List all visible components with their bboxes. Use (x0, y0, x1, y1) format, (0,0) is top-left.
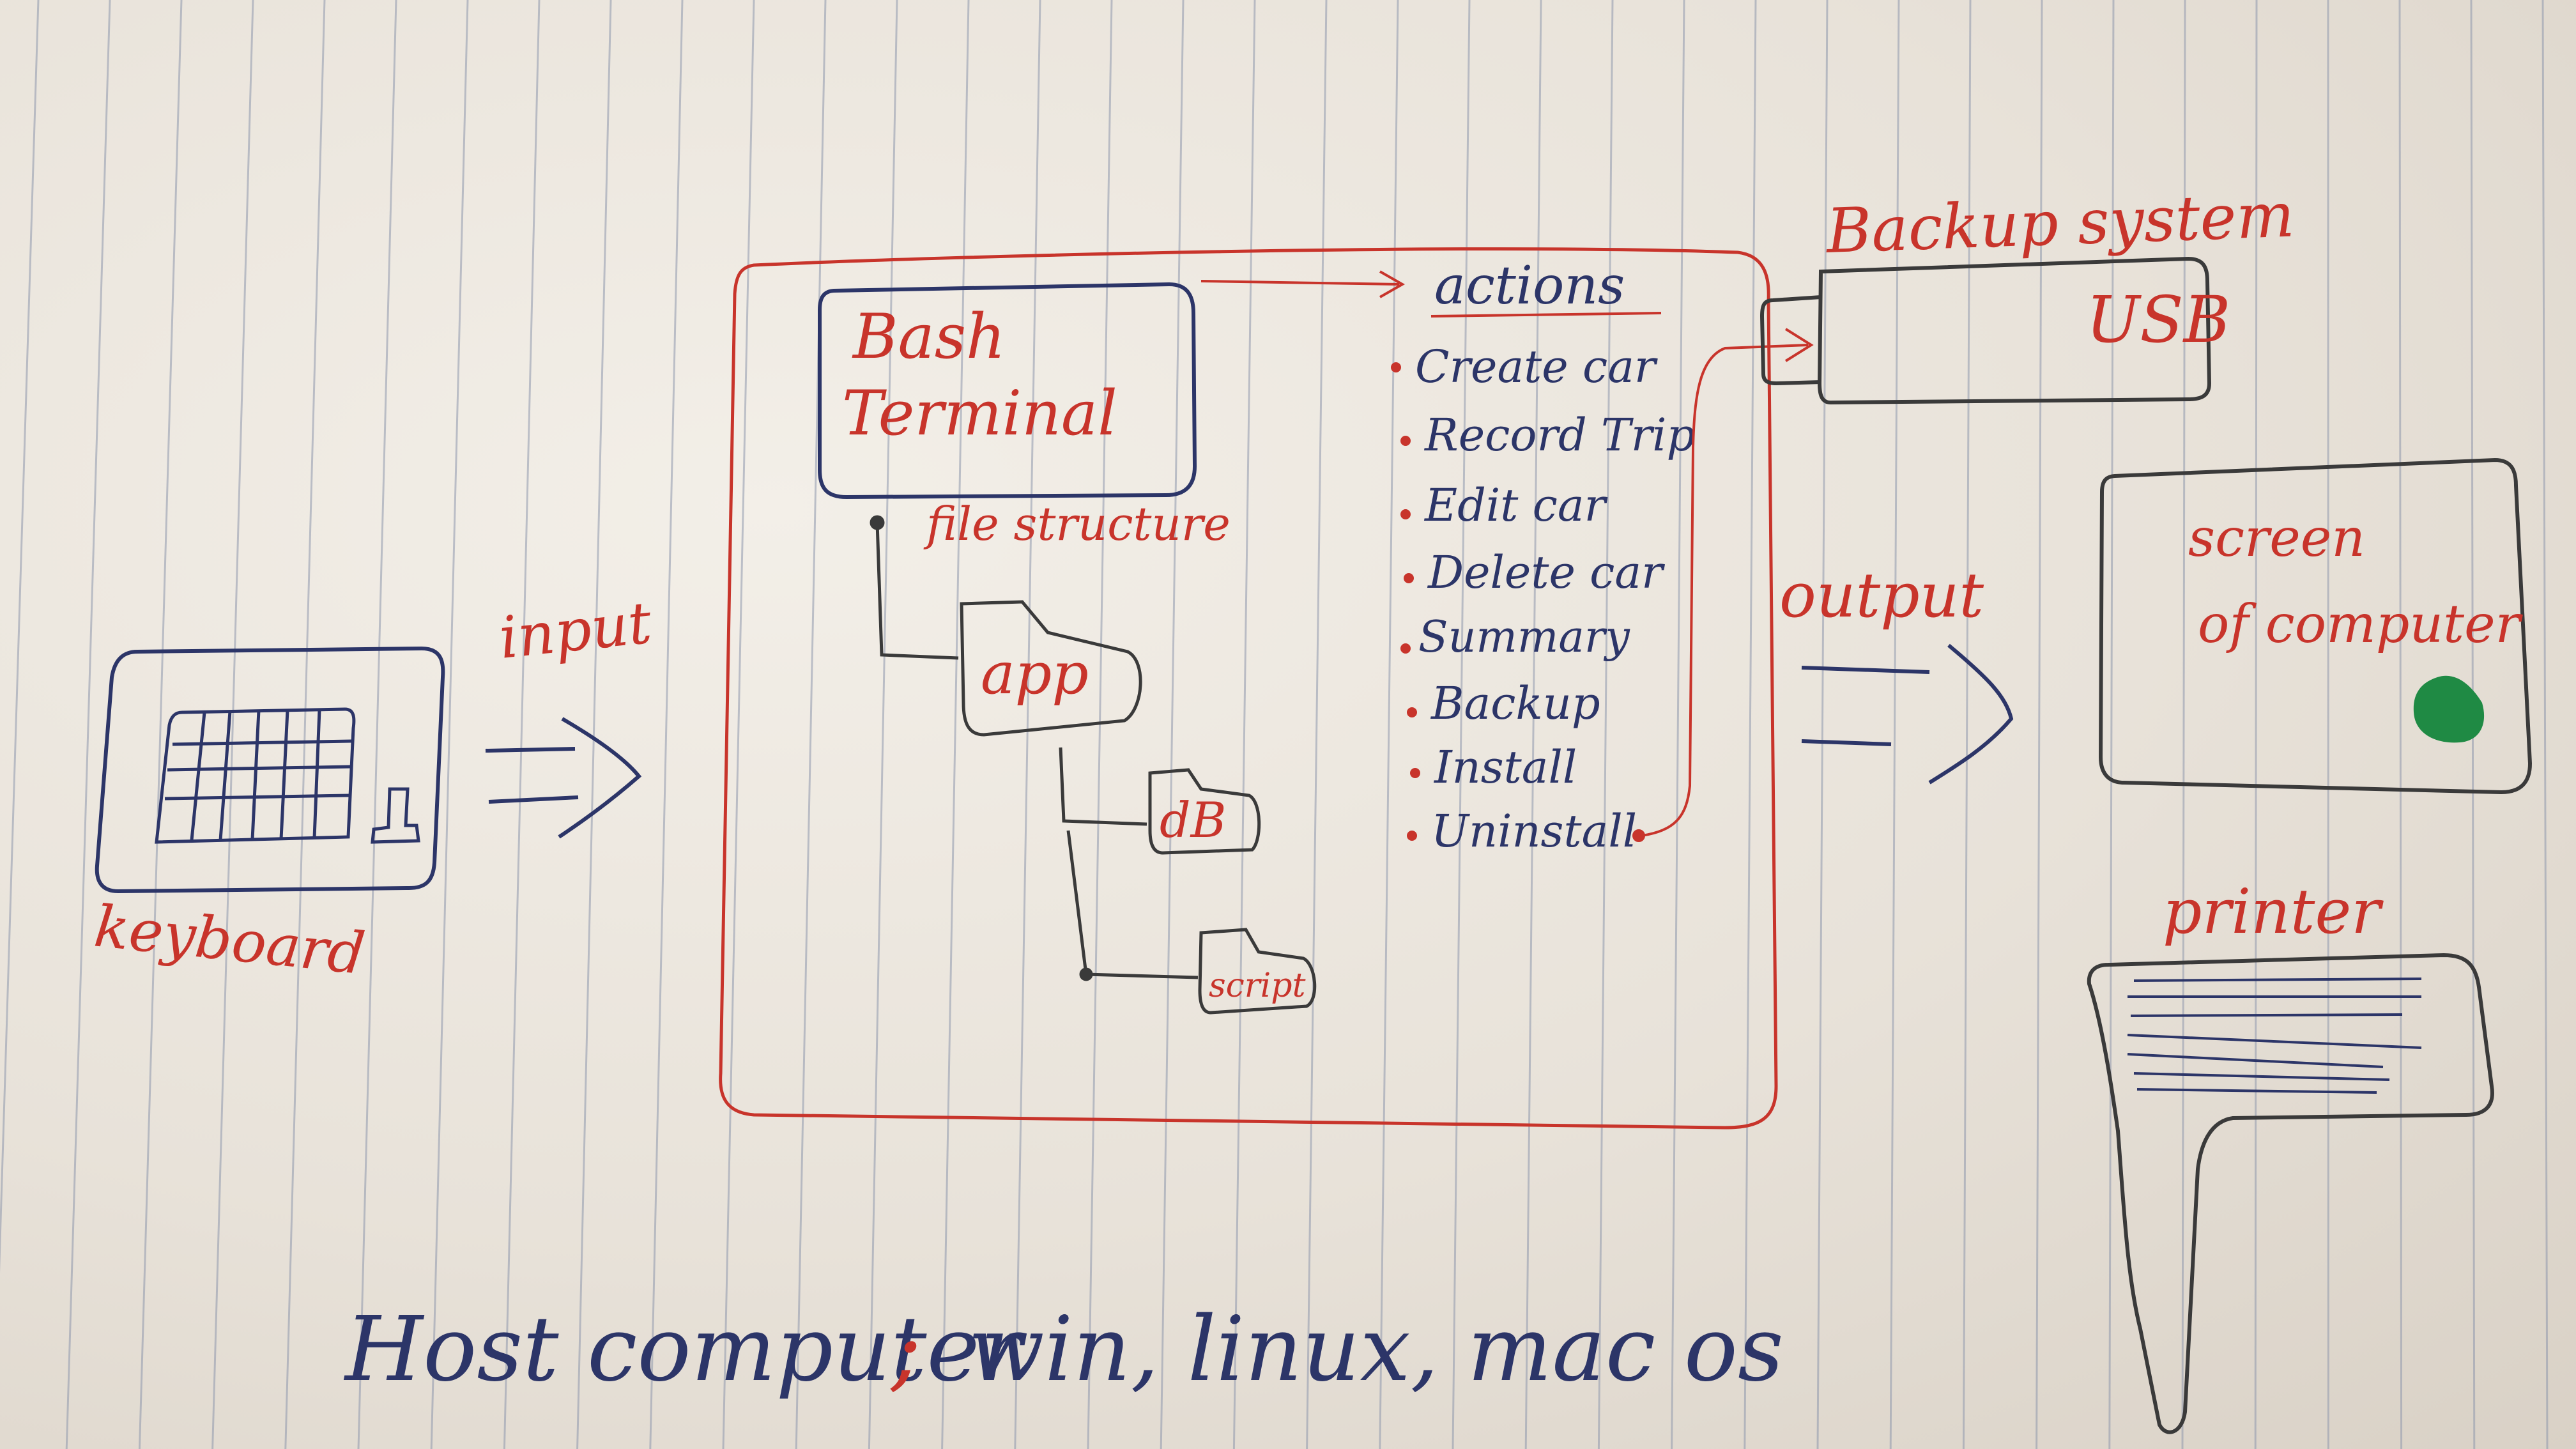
script-folder: script (1198, 928, 1317, 1015)
ruled-line (649, 0, 684, 1449)
action-item: Record Trip (1400, 409, 1695, 461)
ruled-line (357, 0, 397, 1449)
ruled-line (1232, 0, 1256, 1449)
action-item: Create car (1391, 341, 1658, 393)
bash-label: Bash (852, 301, 1006, 372)
ruled-line (1671, 0, 1685, 1449)
printer: printer (2087, 876, 2494, 1434)
ruled-line (65, 0, 111, 1449)
input-label: input (496, 589, 655, 671)
db-folder-label: dB (1160, 792, 1227, 848)
green-marker-dot (2413, 675, 2485, 743)
script-folder-label: script (1209, 967, 1306, 1005)
keyboard-label: keyboard (91, 893, 368, 988)
action-item: Uninstall (1407, 805, 1637, 857)
ruled-line (138, 0, 183, 1449)
ruled-line (2398, 0, 2403, 1449)
action-item-label: Summary (1418, 612, 1630, 663)
ruled-line (503, 0, 540, 1449)
ruled-line (1889, 0, 1900, 1449)
ruled-line (2542, 0, 2549, 1449)
action-item-label: Uninstall (1431, 805, 1637, 857)
ruled-line (2254, 0, 2258, 1449)
terminal-to-actions-arrow (1200, 270, 1406, 298)
keyboard-drawing: keyboard (91, 646, 445, 988)
ruled-line (1524, 0, 1542, 1449)
ruled-line (868, 0, 898, 1449)
uninstall-to-backup-connector (1632, 328, 1814, 842)
ruled-line (2181, 0, 2186, 1449)
host-separator: ; (890, 1298, 921, 1402)
actions-heading-text: actions (1434, 256, 1625, 316)
backup-system: Backup system USB (1759, 179, 2296, 405)
bash-terminal-box: Bash Terminal (818, 282, 1197, 500)
printer-label: printer (2163, 876, 2384, 947)
host-computer-note: Host computer ; win, linux, mac os (343, 1298, 1784, 1402)
action-item-label: Backup (1430, 677, 1600, 730)
ruled-line (941, 0, 970, 1449)
actions-list: Create car Record Trip Edit car Delete c… (1391, 341, 1695, 857)
ruled-line (1452, 0, 1471, 1449)
ruled-line (1962, 0, 1972, 1449)
keyboard-keys (155, 707, 420, 844)
screen-of-computer: screen of computer (2098, 457, 2533, 795)
ruled-line (1306, 0, 1328, 1449)
ruled-line (1597, 0, 1614, 1449)
action-item-label: Delete car (1427, 546, 1665, 599)
ruled-line (0, 0, 40, 1273)
action-item-label: Install (1433, 741, 1577, 793)
ruled-line (284, 0, 326, 1449)
host-computer-label: Host computer (343, 1298, 1027, 1402)
screen-label-line2: of computer (2198, 594, 2524, 655)
ruled-line (2035, 0, 2043, 1449)
ruled-line (1014, 0, 1041, 1449)
ruled-line (722, 0, 755, 1449)
ruled-line (2108, 0, 2115, 1449)
ruled-line (1379, 0, 1399, 1449)
host-system-boundary (719, 247, 1778, 1130)
ruled-line (211, 0, 254, 1449)
file-tree-connectors (870, 515, 1199, 981)
action-item-label: Edit car (1423, 479, 1608, 532)
ruled-line (1816, 0, 1828, 1449)
file-structure-label: file structure (923, 497, 1230, 551)
ruled-line (1160, 0, 1184, 1449)
ruled-line (430, 0, 469, 1449)
db-folder: dB (1148, 768, 1261, 855)
action-item-label: Create car (1415, 341, 1658, 393)
ruled-line (795, 0, 827, 1449)
ruled-line (1744, 0, 1757, 1449)
action-item-label: Record Trip (1423, 409, 1695, 461)
printed-lines (2127, 977, 2422, 1094)
screen-label-line1: screen (2188, 508, 2365, 569)
terminal-label: Terminal (842, 378, 1117, 449)
actions-heading: actions (1430, 256, 1662, 318)
input-arrow: input (485, 589, 655, 839)
app-folder: app (960, 600, 1142, 737)
action-item: Edit car (1400, 479, 1608, 532)
output-arrow: output (1779, 560, 2014, 785)
usb-label: USB (2086, 282, 2230, 357)
host-os-list: win, linux, mac os (968, 1298, 1784, 1402)
action-item: Delete car (1404, 546, 1665, 599)
backup-system-label: Backup system (1824, 179, 2296, 267)
action-item: Install (1410, 741, 1577, 793)
action-item: Backup (1407, 677, 1600, 730)
output-label: output (1779, 560, 1984, 631)
action-item: Summary (1400, 612, 1630, 663)
app-folder-label: app (981, 640, 1089, 707)
ruled-line (576, 0, 612, 1449)
